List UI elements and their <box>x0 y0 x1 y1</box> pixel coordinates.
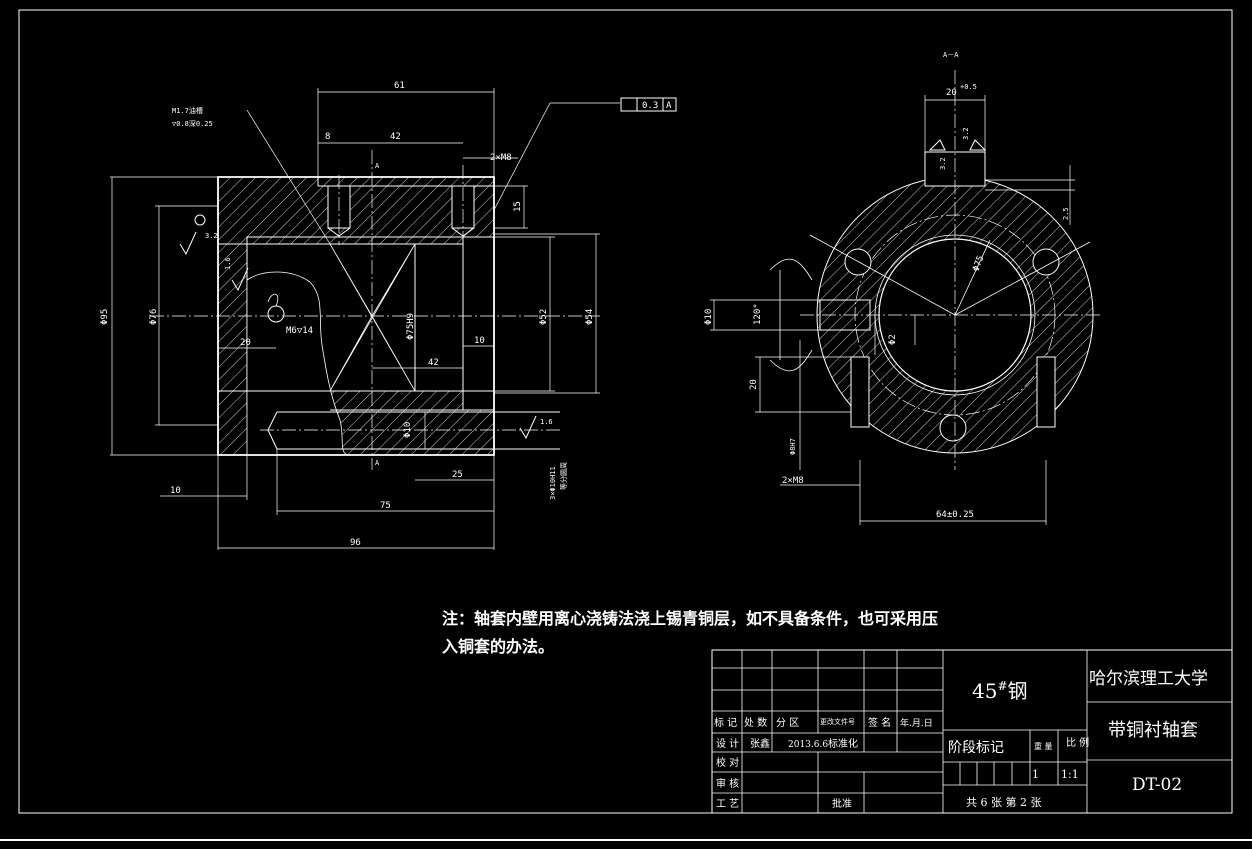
hole-2 <box>1032 248 1060 276</box>
dim-top8: 8 <box>325 132 330 142</box>
row-gengai: 更改文件号 <box>820 717 855 726</box>
row-biaoji: 标 记 <box>714 717 737 729</box>
dim-end-r32b: 3.2 <box>939 157 947 170</box>
dim-b10l: 10 <box>170 486 181 496</box>
flange-hatch <box>217 243 248 392</box>
tol-value: 0.3 <box>642 101 658 111</box>
dim-end-a120: 120° <box>753 303 763 325</box>
dim-b75: 75 <box>380 501 391 511</box>
row-jiaodui: 校 对 <box>716 756 739 769</box>
dim-d95: Φ95 <box>100 309 110 325</box>
dim-end-h20: 20 <box>749 379 759 390</box>
end-view: A－A 20 +0.5 Φ75 Φ10 120° Φ2 20 Φ8H7 2×M8… <box>704 51 1100 525</box>
weight-label: 重 量 <box>1034 741 1053 751</box>
drawing-frame <box>18 9 1233 814</box>
section-title: A－A <box>943 51 959 59</box>
sec-mark-top: A <box>375 162 380 170</box>
liner-top <box>246 236 464 245</box>
qty: 1 <box>1032 768 1039 781</box>
dim-d76: Φ76 <box>149 309 159 325</box>
row-chushu: 处 数 <box>744 716 767 729</box>
key-dim: 20 <box>946 88 957 98</box>
row-shenhe: 审 核 <box>716 777 739 790</box>
rough-16b: 1.6 <box>540 418 553 426</box>
dim-end-h25: 2.5 <box>1062 207 1070 220</box>
hole-3 <box>939 414 967 442</box>
rough-16a: 1.6 <box>224 257 232 270</box>
row-fenqu: 分 区 <box>776 717 799 729</box>
dim-d54: Φ54 <box>585 309 595 325</box>
tol-datum: A <box>666 101 672 111</box>
dim-b42: 42 <box>428 358 439 368</box>
liner-bottom <box>329 390 464 411</box>
dim-top42: 42 <box>390 132 401 142</box>
row-designer: 张鑫 <box>750 737 770 750</box>
dim-d75h9: Φ75H9 <box>406 313 416 340</box>
dim-b20: 20 <box>240 338 251 348</box>
row-gongyi: 工 艺 <box>716 798 739 810</box>
dim-end-r32: 3.2 <box>962 127 970 140</box>
lube-note: M1.7油槽 <box>172 106 203 115</box>
dim-end-d10: Φ10 <box>704 309 714 325</box>
dim-d52: Φ52 <box>539 309 549 325</box>
dim-b96: 96 <box>350 538 361 548</box>
dim-end-d2: Φ2 <box>888 334 898 345</box>
dim-top61: 61 <box>394 81 405 91</box>
scale: 1:1 <box>1061 768 1079 781</box>
school-name: 哈尔滨理工大学 <box>1089 669 1208 689</box>
note-line-2: 入铜套的办法。 <box>442 637 554 656</box>
dim-m8: 2×M8 <box>490 153 512 163</box>
title-block: 45#钢 哈尔滨理工大学 带铜衬轴套 DT-02 阶段标记 重 量 比 例 1 … <box>711 649 1233 814</box>
break-region <box>246 271 351 456</box>
stage-mark: 阶段标记 <box>948 740 1004 756</box>
material: 45#钢 <box>972 679 1028 703</box>
section-view: Φ95 Φ76 61 8 42 2×M8 15 Φ52 Φ54 Φ75H9 20… <box>100 81 677 550</box>
dim-m6: M6▽14 <box>286 326 313 336</box>
row-biaozhunhua: 标准化 <box>828 737 858 750</box>
sec-mark-bot: A <box>375 459 380 467</box>
dim-end-d8h7: Φ8H7 <box>789 438 797 455</box>
row-pizhun: 批准 <box>832 797 852 810</box>
row-sheji: 设 计 <box>716 737 739 750</box>
lube-note2: ▽0.8深0.25 <box>172 119 213 128</box>
hole-1 <box>844 248 872 276</box>
dim-holes2: 等分圆周 <box>559 462 568 490</box>
drawing-number: DT-02 <box>1132 775 1182 795</box>
dim-holes: 3×Φ10H11 <box>549 466 557 500</box>
row-nianyueri: 年.月.日 <box>900 717 933 729</box>
dim-b10: 10 <box>474 336 485 346</box>
dim-end-w64: 64±0.25 <box>936 510 974 520</box>
key-tol: +0.5 <box>960 83 977 91</box>
dim-d10: Φ10 <box>403 422 413 438</box>
dim-end-m8: 2×M8 <box>782 476 804 486</box>
row-qianming: 签 名 <box>868 716 891 729</box>
dim-h15: 15 <box>513 201 523 212</box>
part-name: 带铜衬轴套 <box>1108 720 1198 741</box>
dim-b25: 25 <box>452 470 463 480</box>
note-line-1: 注：轴套内壁用离心浇铸法浇上锡青铜层，如不具备条件，也可采用压 <box>442 609 938 628</box>
row-date: 2013.6.6 <box>788 740 828 750</box>
rough-32: 3.2 <box>205 232 218 240</box>
scale-label: 比 例 <box>1066 736 1089 749</box>
sheet-count: 共 6 张 第 2 张 <box>966 795 1041 809</box>
